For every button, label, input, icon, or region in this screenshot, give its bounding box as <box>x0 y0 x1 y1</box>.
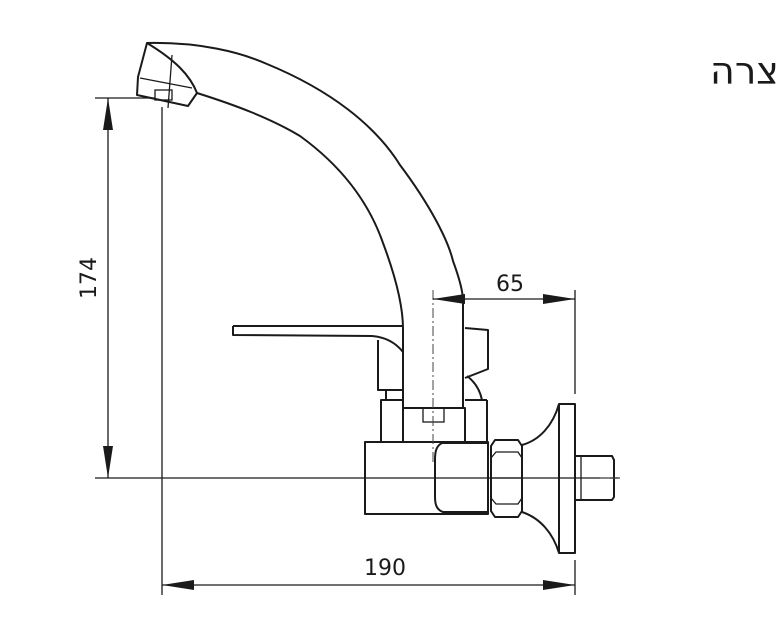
drawing-title: פיה קצרה <box>710 49 776 93</box>
hex-nut <box>490 439 523 518</box>
spout-head <box>136 42 198 107</box>
projection-dimension-label: 65 <box>496 272 524 297</box>
width-dimension-label: 190 <box>364 556 406 581</box>
dimensions: 174 190 65 <box>77 97 620 595</box>
lever-handle <box>232 325 489 401</box>
spout <box>136 41 464 408</box>
height-dimension-label: 174 <box>77 257 102 299</box>
aerator <box>154 89 173 101</box>
body <box>364 390 615 554</box>
